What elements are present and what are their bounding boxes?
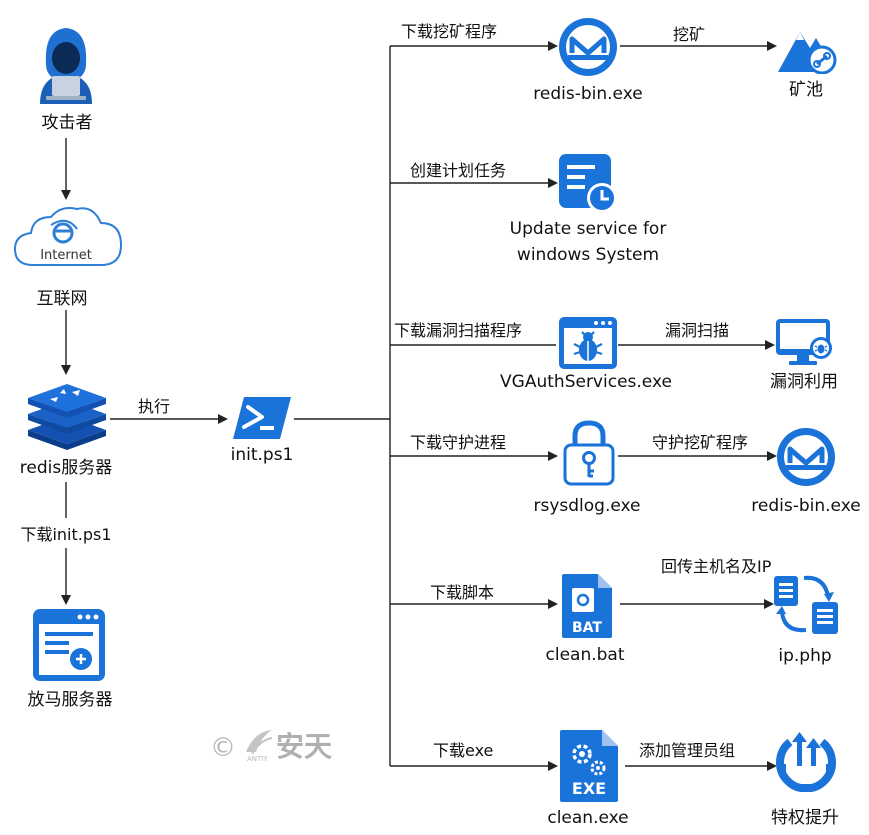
download-script-label: 下载脚本	[430, 583, 495, 602]
exe-file-icon	[558, 728, 620, 804]
antiy-brand: 安天	[276, 730, 333, 763]
privesc-label: 特权提升	[771, 808, 839, 828]
monero-icon-2	[776, 427, 836, 487]
download-exe-label: 下载exe	[433, 741, 494, 760]
execute-label: 执行	[137, 397, 171, 416]
redis-label: redis服务器	[19, 458, 113, 478]
monero-icon	[558, 17, 618, 77]
antiy-sub: ANTIY	[247, 755, 268, 763]
mining-pool-icon	[778, 18, 838, 75]
vgauth-label: VGAuthServices.exe	[500, 372, 672, 392]
powershell-icon	[232, 395, 292, 441]
miner-label: redis-bin.exe	[533, 84, 643, 104]
internet-cloud-icon	[11, 203, 125, 269]
vuln-scan-label: 漏洞扫描	[664, 321, 730, 340]
monitor-bug-icon	[775, 318, 833, 366]
vuln-label: 漏洞利用	[770, 372, 838, 392]
bat-tag: BAT	[572, 620, 602, 636]
download-guard-label: 下载守护进程	[410, 433, 507, 452]
attacker-label: 攻击者	[41, 113, 93, 133]
download-scanner-label: 下载漏洞扫描程序	[394, 321, 523, 340]
guard-miner-label: 守护挖矿程序	[651, 433, 749, 452]
ipphp-label: ip.php	[778, 646, 832, 666]
vuln-scanner-icon	[558, 316, 618, 370]
init-label: init.ps1	[230, 445, 294, 465]
copyright-symbol: ©	[210, 733, 236, 763]
download-init-label: 下载init.ps1	[18, 525, 114, 545]
redis-icon	[26, 380, 108, 450]
internet-label: 互联网	[36, 289, 88, 309]
rsysdlog-label: rsysdlog.exe	[533, 496, 641, 516]
exe-tag: EXE	[571, 779, 607, 798]
create-task-label: 创建计划任务	[410, 161, 507, 180]
internet-cloud-text: Internet	[40, 248, 92, 263]
antiy-logo-icon	[244, 728, 274, 758]
bat-file-icon	[560, 572, 614, 640]
trojan-server-label: 放马服务器	[27, 690, 113, 710]
web-server-icon	[32, 608, 106, 682]
task-label: Update service for windows System	[509, 219, 667, 265]
privilege-escalation-icon	[776, 728, 836, 793]
file-sync-icon	[772, 572, 842, 636]
pool-label: 矿池	[789, 80, 823, 100]
mining-label: 挖矿	[672, 25, 706, 44]
scheduled-task-icon	[558, 153, 620, 215]
miner2-label: redis-bin.exe	[751, 496, 861, 516]
download-miner-label: 下载挖矿程序	[401, 22, 498, 41]
send-back-label: 回传主机名及IP	[661, 557, 772, 576]
add-admin-label: 添加管理员组	[638, 741, 736, 760]
cleanexe-label: clean.exe	[547, 808, 629, 828]
cleanbat-label: clean.bat	[545, 645, 625, 665]
hacker-icon	[34, 24, 98, 108]
lock-icon	[562, 420, 616, 486]
